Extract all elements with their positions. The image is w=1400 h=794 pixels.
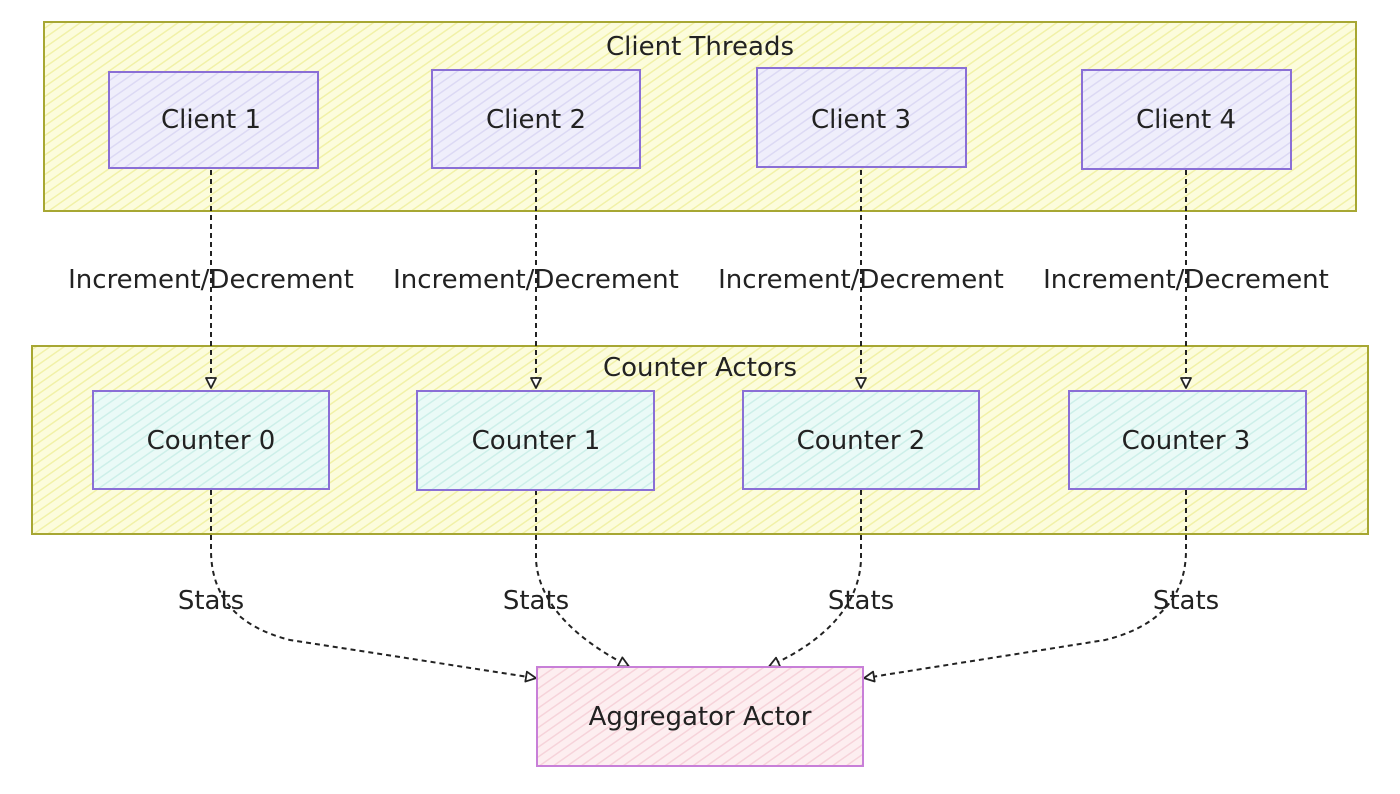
client-nodes: Client 1 Client 2 Client 3 Client 4 bbox=[108, 67, 1292, 170]
counter-label: Counter 1 bbox=[472, 426, 601, 456]
client-threads-title: Client Threads bbox=[606, 32, 794, 62]
client-node-1: Client 1 bbox=[108, 71, 319, 169]
counter-node-0: Counter 0 bbox=[92, 390, 330, 490]
client-node-4: Client 4 bbox=[1081, 69, 1292, 170]
client-node-2: Client 2 bbox=[431, 69, 641, 169]
counter-node-1: Counter 1 bbox=[416, 390, 655, 491]
edge-label-stats: Stats bbox=[828, 586, 894, 616]
client-label: Client 3 bbox=[811, 105, 911, 135]
client-label: Client 4 bbox=[1136, 105, 1236, 135]
edge-label-increment-decrement: Increment/Decrement bbox=[718, 265, 1004, 295]
counter-node-2: Counter 2 bbox=[742, 390, 980, 490]
edge-label-increment-decrement: Increment/Decrement bbox=[68, 265, 354, 295]
edge-label-increment-decrement: Increment/Decrement bbox=[393, 265, 679, 295]
counter-to-aggregator-edges bbox=[210, 490, 1187, 683]
counter-label: Counter 2 bbox=[797, 426, 926, 456]
client-label: Client 1 bbox=[161, 105, 261, 135]
counter-node-3: Counter 3 bbox=[1068, 390, 1307, 490]
counter-label: Counter 3 bbox=[1122, 426, 1251, 456]
client-node-3: Client 3 bbox=[756, 67, 967, 168]
client-label: Client 2 bbox=[486, 105, 586, 135]
edge-counter3-aggregator bbox=[863, 490, 1187, 683]
aggregator-node: Aggregator Actor bbox=[536, 666, 864, 767]
edge-counter2-aggregator bbox=[768, 490, 862, 668]
edge-counter1-aggregator bbox=[535, 490, 630, 668]
stats-labels: Stats Stats Stats Stats bbox=[178, 586, 1219, 616]
counter-nodes: Counter 0 Counter 1 Counter 2 Counter 3 bbox=[92, 390, 1307, 491]
client-to-counter-edges bbox=[205, 170, 1192, 389]
aggregator-label: Aggregator Actor bbox=[589, 702, 812, 732]
edge-counter0-aggregator bbox=[210, 490, 537, 683]
edge-label-stats: Stats bbox=[178, 586, 244, 616]
counter-label: Counter 0 bbox=[147, 426, 276, 456]
counter-actors-title: Counter Actors bbox=[603, 353, 797, 383]
increment-decrement-labels: Increment/Decrement Increment/Decrement … bbox=[68, 265, 1329, 295]
edge-label-stats: Stats bbox=[503, 586, 569, 616]
edge-label-increment-decrement: Increment/Decrement bbox=[1043, 265, 1329, 295]
edge-label-stats: Stats bbox=[1153, 586, 1219, 616]
